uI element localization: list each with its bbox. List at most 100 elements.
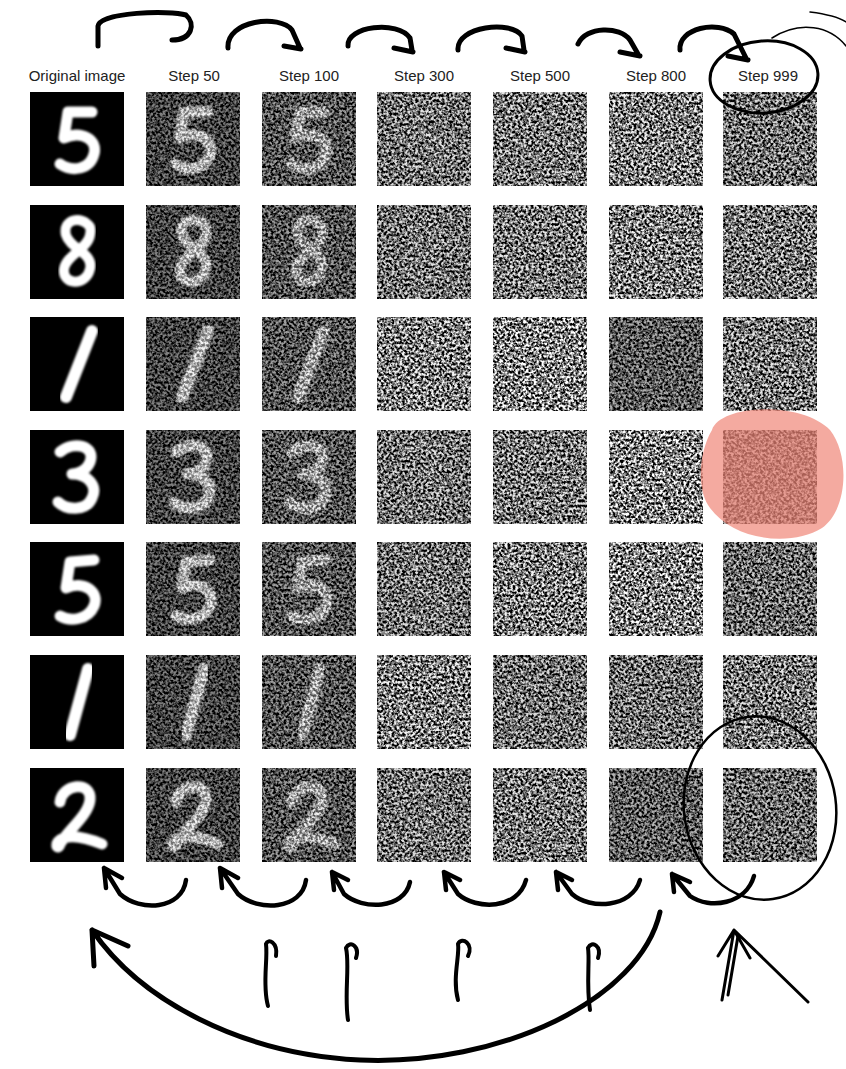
image-row xyxy=(146,542,240,636)
hand-drawn-arrows xyxy=(98,13,191,46)
image-row xyxy=(377,542,471,636)
image-row xyxy=(30,317,817,411)
image-row xyxy=(30,655,124,749)
image-row xyxy=(493,205,587,299)
image-row xyxy=(609,655,703,749)
image-row xyxy=(30,92,817,186)
image-row xyxy=(146,430,240,524)
image-row xyxy=(609,92,703,186)
image-row xyxy=(262,542,356,636)
image-row xyxy=(377,92,471,186)
image-row xyxy=(609,542,703,636)
image-row xyxy=(262,317,356,411)
hand-drawn-arrows xyxy=(346,944,357,1020)
hand-drawn-arrows xyxy=(680,27,748,60)
image-row xyxy=(609,768,703,862)
image-row xyxy=(493,430,587,524)
image-row xyxy=(493,542,587,636)
column-label: Original image xyxy=(29,67,126,85)
hand-drawn-arrows xyxy=(332,872,410,905)
image-row xyxy=(262,768,356,862)
image-row xyxy=(30,317,124,411)
image-row xyxy=(377,430,471,524)
image-row xyxy=(723,768,817,862)
image-row xyxy=(609,655,703,749)
image-row xyxy=(66,331,92,397)
image-row xyxy=(493,655,587,749)
image-row xyxy=(609,205,703,299)
image-row xyxy=(609,317,703,411)
image-row xyxy=(262,430,356,524)
image-row xyxy=(609,205,703,299)
hand-drawn-arrows xyxy=(228,21,301,49)
image-row xyxy=(723,542,817,636)
hand-drawn-arrows xyxy=(348,27,413,52)
image-row xyxy=(377,317,471,411)
image-row xyxy=(30,655,817,749)
highlight-blob xyxy=(701,409,844,538)
column-label: Step 50 xyxy=(168,67,220,85)
image-row xyxy=(377,317,471,411)
image-row xyxy=(377,768,471,862)
image-row xyxy=(30,205,817,299)
image-row xyxy=(146,205,240,299)
image-row xyxy=(30,542,124,636)
image-row xyxy=(377,430,471,524)
hand-drawn-arrows xyxy=(92,12,846,1060)
hand-drawn-arrows xyxy=(458,27,525,52)
image-row xyxy=(262,205,356,299)
hand-drawn-arrows xyxy=(810,12,846,22)
image-row xyxy=(609,92,703,186)
image-row xyxy=(146,92,240,186)
image-row xyxy=(146,317,240,411)
image-row xyxy=(723,317,817,411)
column-label: Step 500 xyxy=(510,67,570,85)
image-row xyxy=(60,560,95,619)
image-row xyxy=(70,669,88,735)
image-row xyxy=(377,92,471,186)
image-row xyxy=(146,92,240,186)
column-label: Step 100 xyxy=(279,67,339,85)
image-row xyxy=(609,430,703,524)
image-row xyxy=(493,768,587,862)
image-row xyxy=(262,542,356,636)
image-row xyxy=(146,430,240,524)
hand-drawn-arrows xyxy=(456,941,470,1000)
image-row xyxy=(493,92,587,186)
image-row xyxy=(493,317,587,411)
image-row xyxy=(146,655,240,749)
image-row xyxy=(723,542,817,636)
image-row xyxy=(493,542,587,636)
image-row xyxy=(723,92,817,186)
column-label: Step 800 xyxy=(626,67,686,85)
image-row xyxy=(30,430,124,524)
image-row xyxy=(377,542,471,636)
image-row xyxy=(609,317,703,411)
image-row xyxy=(377,768,471,862)
hand-drawn-arrows xyxy=(728,936,738,995)
image-row xyxy=(30,205,124,299)
image-row xyxy=(262,317,356,411)
image-row xyxy=(262,92,356,186)
image-row xyxy=(377,205,471,299)
image-row xyxy=(58,446,94,509)
hand-drawn-arrows xyxy=(718,930,808,1002)
image-row xyxy=(609,768,703,862)
image-row xyxy=(377,655,471,749)
hand-drawn-arrows xyxy=(92,912,660,1060)
hand-circle xyxy=(672,706,846,909)
image-row xyxy=(146,768,240,862)
image-row xyxy=(57,787,102,847)
image-row xyxy=(146,542,240,636)
image-row xyxy=(377,655,471,749)
image-row xyxy=(493,655,587,749)
hand-drawn-arrows xyxy=(220,868,306,906)
image-row xyxy=(493,317,587,411)
hand-drawn-arrows xyxy=(104,868,186,906)
hand-drawn-arrows xyxy=(98,13,748,60)
image-row xyxy=(146,768,240,862)
image-row xyxy=(723,92,817,186)
column-label: Step 300 xyxy=(394,67,454,85)
